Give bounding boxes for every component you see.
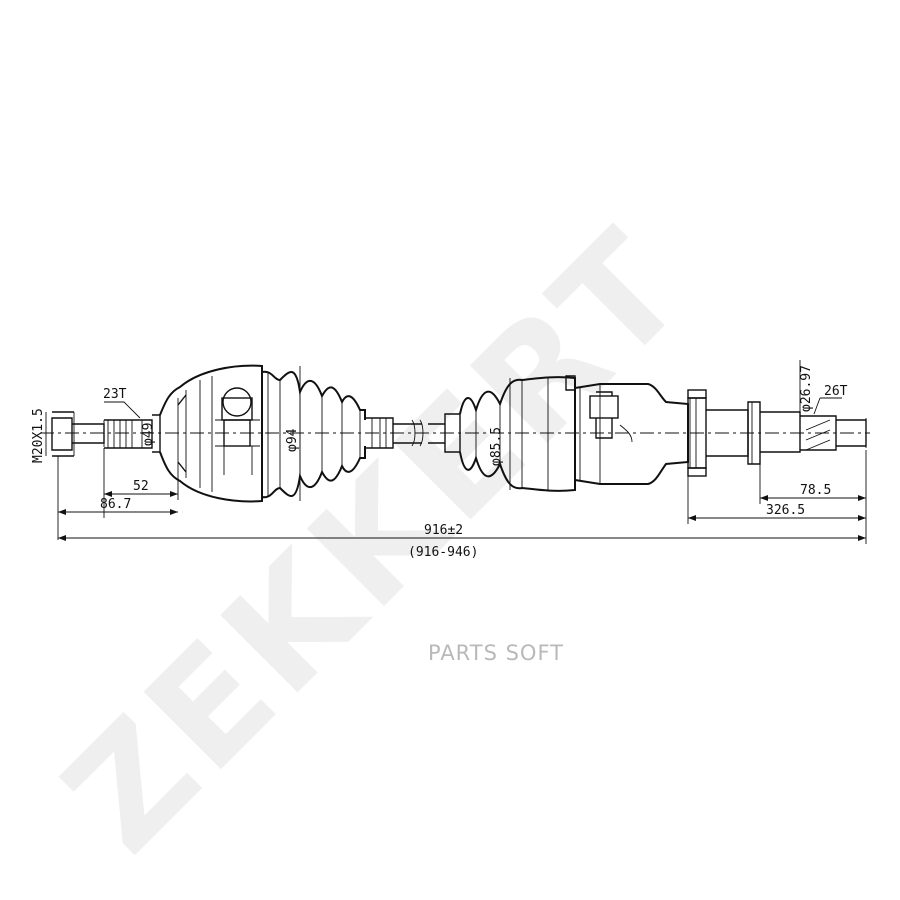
inner-flange xyxy=(687,389,801,477)
dim-inner-boot-dia-label: φ85.5 xyxy=(489,427,504,466)
dimension-lines xyxy=(45,360,867,544)
dim-inner-splines-dia-label: φ26.97 xyxy=(799,365,814,412)
dim-outer-len-long-label: 86.7 xyxy=(100,497,131,512)
inner-boot xyxy=(444,375,576,492)
inner-tripod-housing xyxy=(574,383,689,485)
dim-inner-len-short-label: 78.5 xyxy=(800,483,831,498)
dim-inner-splines-label: 26T xyxy=(824,384,848,399)
outer-boot xyxy=(261,370,394,499)
dim-outer-len-short-label: 52 xyxy=(133,479,149,494)
inner-spline-stub xyxy=(800,415,867,451)
dim-outer-spline-dia-label: φ49 xyxy=(141,423,156,446)
dim-total-length-label: 916±2 xyxy=(424,523,463,538)
outer-spline-section xyxy=(104,414,161,453)
dim-inner-len-long-label: 326.5 xyxy=(766,503,805,518)
dim-thread-label: M20X1.5 xyxy=(31,408,46,463)
dim-total-range-label: (916-946) xyxy=(408,545,478,560)
outer-cv-housing xyxy=(159,364,263,503)
outer-thread-stub xyxy=(51,411,105,457)
watermark-site-text: PARTS SOFT xyxy=(428,641,564,665)
dim-outer-cv-dia-label: φ94 xyxy=(285,428,300,452)
main-shaft xyxy=(393,419,445,447)
dim-outer-splines-label: 23T xyxy=(103,387,127,402)
